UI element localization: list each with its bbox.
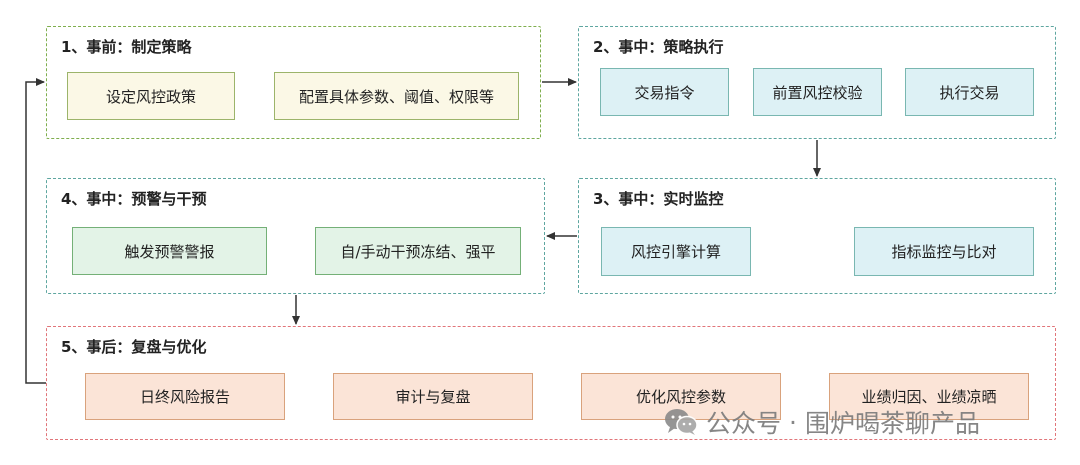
- group-warning: 4、事中：预警与干预 触发预警警报 自/手动干预冻结、强平: [46, 178, 545, 294]
- group-after-title: 5、事后：复盘与优化: [61, 338, 207, 356]
- watermark: 公众号 · 围炉喝茶聊产品: [664, 404, 980, 440]
- node-set-policy: 设定风控政策: [67, 72, 235, 120]
- group-warning-title: 4、事中：预警与干预: [61, 190, 207, 208]
- node-audit-review: 审计与复盘: [333, 373, 533, 420]
- group-monitor: 3、事中：实时监控 风控引擎计算 指标监控与比对: [578, 178, 1056, 294]
- group-after: 5、事后：复盘与优化 日终风险报告 审计与复盘 优化风控参数 业绩归因、业绩凉晒: [46, 326, 1056, 440]
- watermark-separator: ·: [789, 407, 797, 437]
- node-intervene: 自/手动干预冻结、强平: [315, 227, 521, 275]
- group-monitor-title: 3、事中：实时监控: [593, 190, 724, 208]
- watermark-name: 围炉喝茶聊产品: [804, 409, 980, 438]
- group-before: 1、事前：制定策略 设定风控政策 配置具体参数、阈值、权限等: [46, 26, 541, 139]
- arrow-feedback-loop: [25, 78, 46, 384]
- node-daily-report: 日终风险报告: [85, 373, 285, 420]
- watermark-account: 公众号: [706, 409, 782, 438]
- node-indicator-monitor: 指标监控与比对: [854, 227, 1034, 276]
- node-configure-params: 配置具体参数、阈值、权限等: [274, 72, 519, 120]
- node-trigger-alert: 触发预警警报: [72, 227, 267, 275]
- group-during-exec-title: 2、事中：策略执行: [593, 38, 724, 56]
- node-pre-check: 前置风控校验: [753, 68, 882, 116]
- group-during-exec: 2、事中：策略执行 交易指令 前置风控校验 执行交易: [578, 26, 1056, 139]
- node-trade-order: 交易指令: [600, 68, 729, 116]
- node-performance-attribution: 业绩归因、业绩凉晒: [829, 373, 1029, 420]
- wechat-icon: [664, 408, 698, 436]
- node-execute-trade: 执行交易: [905, 68, 1034, 116]
- node-engine-calc: 风控引擎计算: [601, 227, 751, 276]
- group-before-title: 1、事前：制定策略: [61, 38, 192, 56]
